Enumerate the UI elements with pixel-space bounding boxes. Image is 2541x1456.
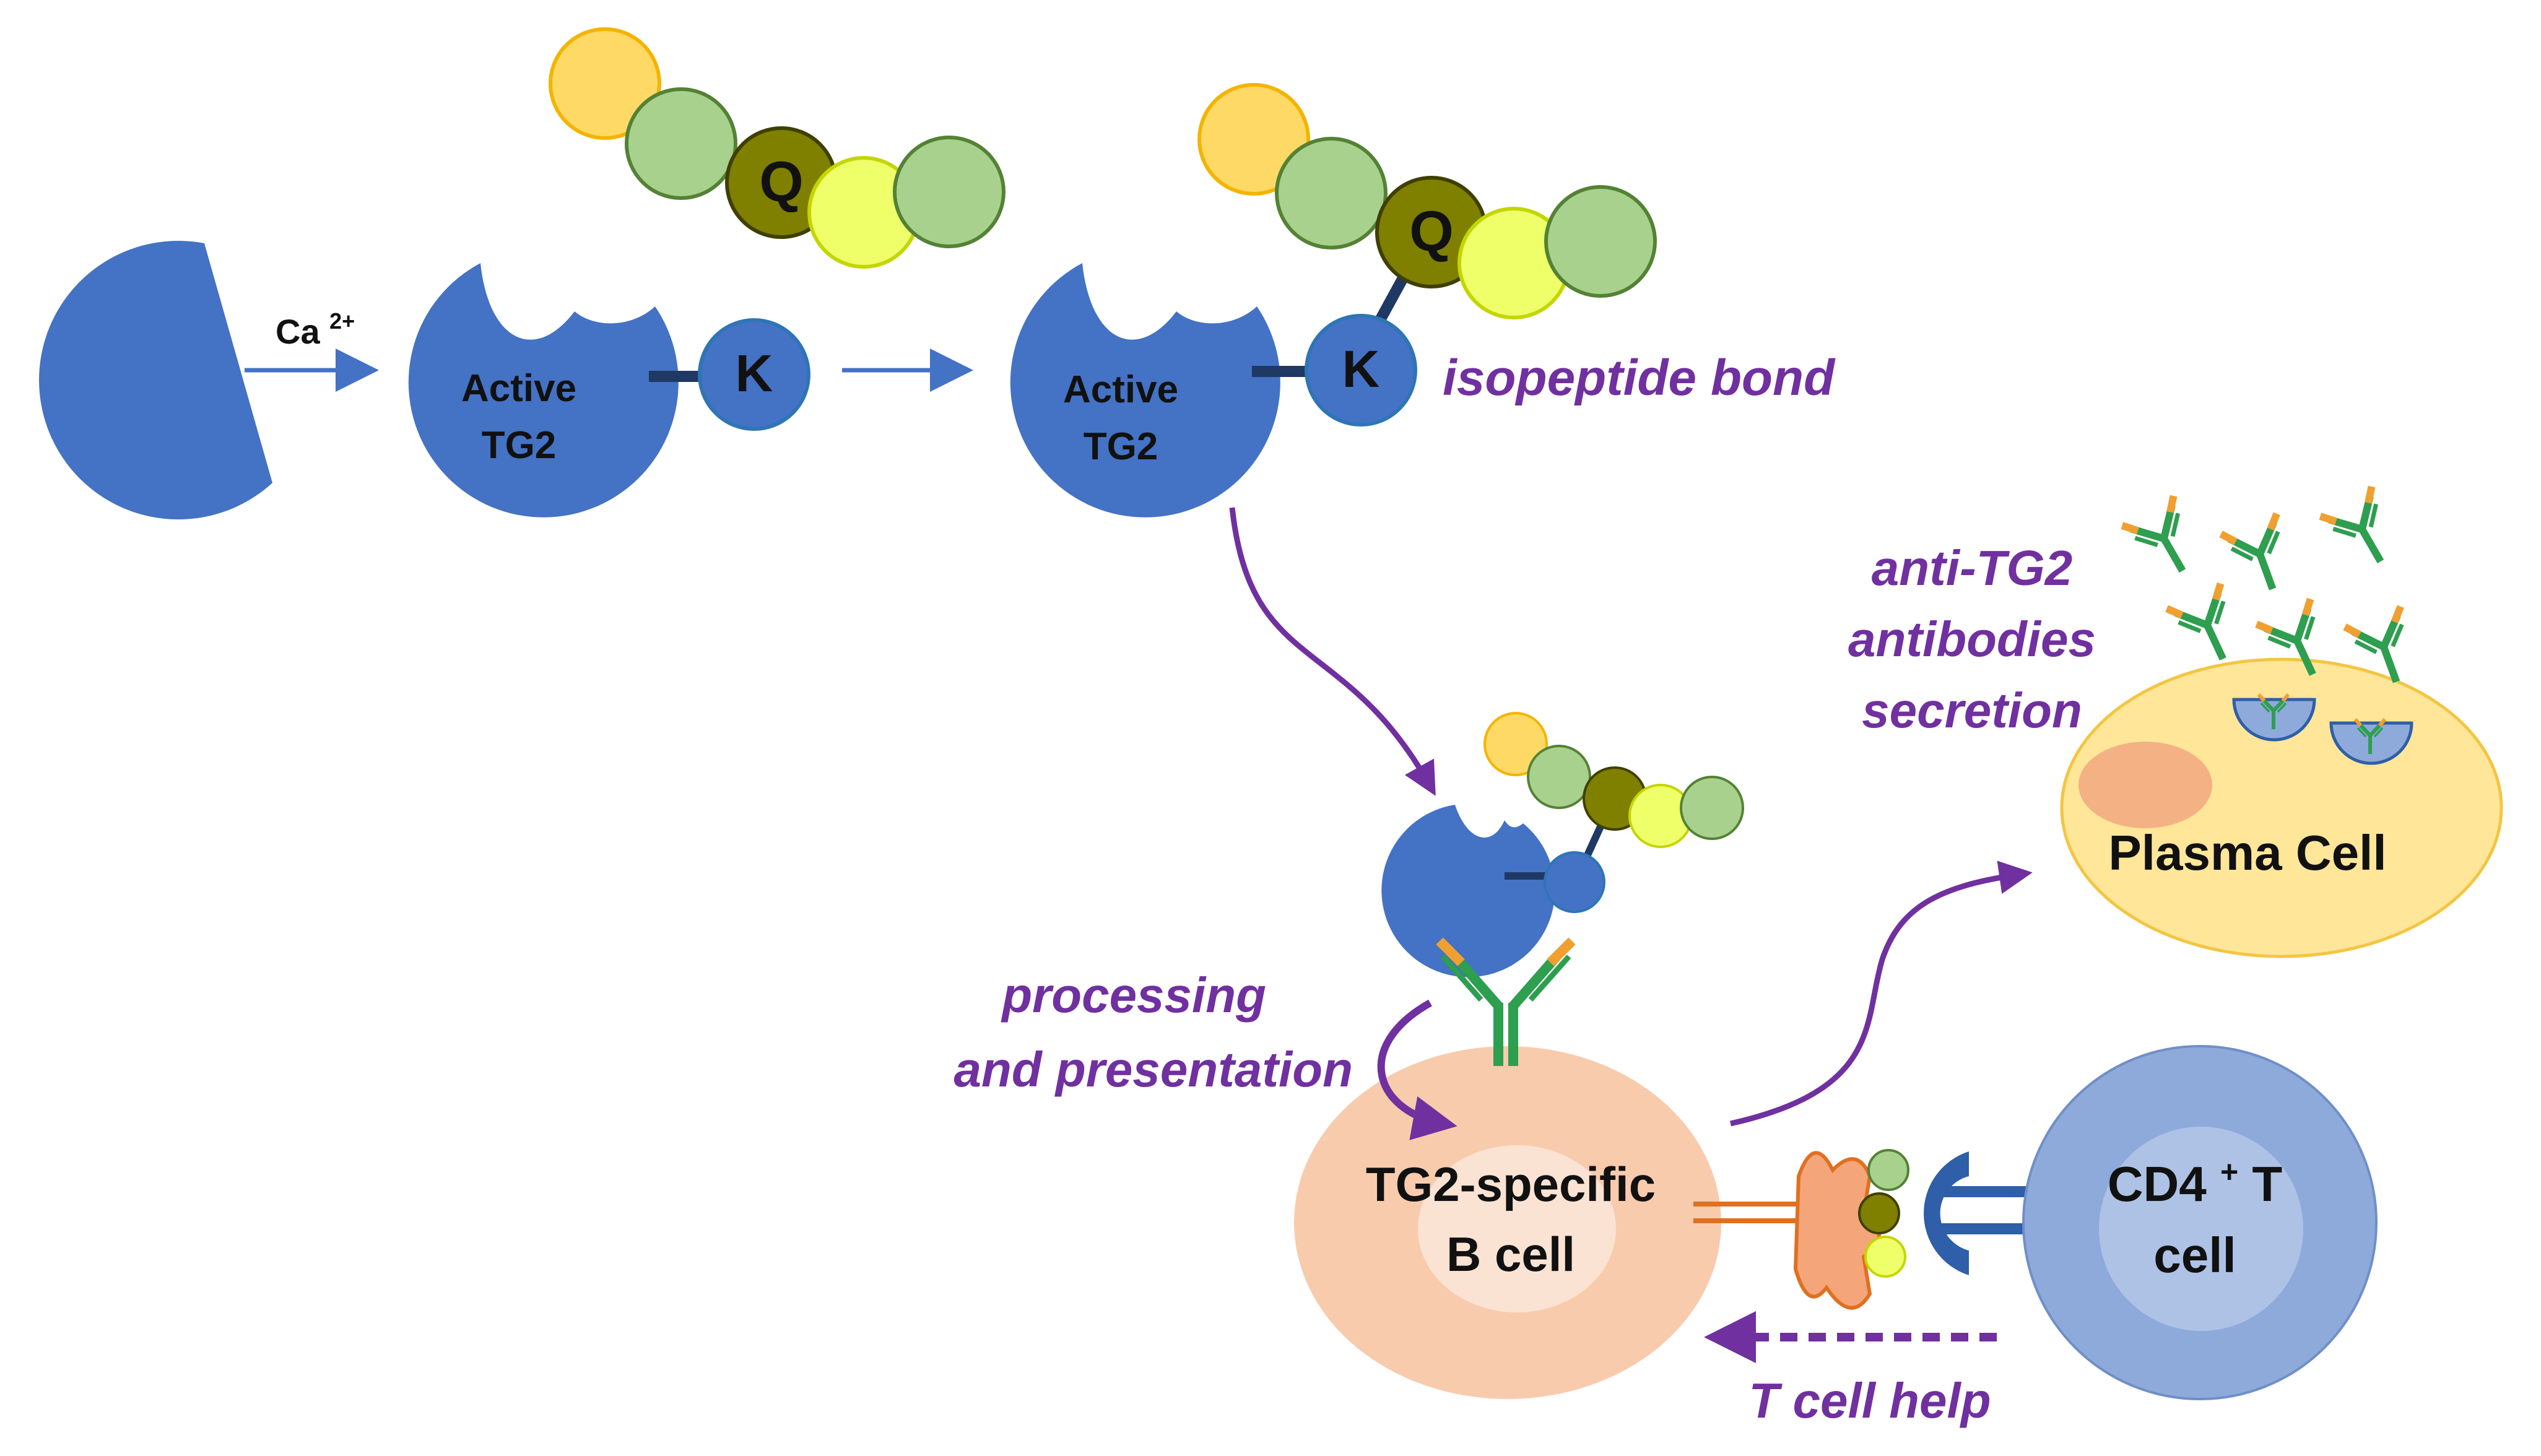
svg-text:CD4 + T: CD4 + T	[2108, 1138, 2283, 1211]
gluten-peptide-1	[549, 27, 1006, 269]
calcium-label: Ca	[276, 312, 320, 351]
active-tg2-shape-1	[408, 263, 679, 518]
isopeptide-bond-label: isopeptide bond	[1443, 350, 1836, 406]
antibody-icon	[2320, 487, 2406, 576]
plasma-cell-nucleus	[2078, 742, 2212, 828]
b-cell-nucleus	[1418, 1145, 1616, 1312]
svg-text:Ca 2+: Ca 2+	[276, 308, 355, 351]
processing-label: processing	[1001, 968, 1266, 1023]
bound-tg2-shape	[1381, 805, 1555, 977]
calcium-superscript: 2+	[329, 308, 355, 334]
lysine-residue-1	[698, 318, 810, 431]
glutamine-label-2: Q	[1409, 200, 1454, 263]
antibody-icon	[2221, 514, 2301, 599]
uptake-arrow	[1229, 507, 1436, 796]
active-tg2-label-2: Active	[1063, 368, 1178, 411]
lysine-label-2: K	[1342, 340, 1380, 398]
gluten-peptide-2	[1197, 83, 1657, 319]
cd4-superscript: +	[2220, 1155, 2238, 1189]
b-cell-label: TG2-specific	[1366, 1157, 1656, 1211]
secretory-vesicle-2	[2329, 719, 2413, 765]
b-cell-sublabel: B cell	[1446, 1227, 1575, 1281]
active-tg2-name-2: TG2	[1084, 425, 1158, 468]
inactive-tg2-shape	[39, 241, 272, 520]
t-cell-help-label: T cell help	[1748, 1373, 1991, 1428]
cd4-t-label: T	[2252, 1156, 2282, 1211]
active-tg2-shape-2	[1010, 263, 1280, 518]
b-cell-receptor	[1436, 937, 1576, 1066]
anti-tg2-label: anti-TG2	[1872, 540, 2072, 596]
active-tg2-name-1: TG2	[482, 424, 557, 467]
bound-gluten-peptide	[1483, 712, 1744, 848]
t-cell-receptor	[1924, 1151, 2034, 1275]
lysine-residue-2	[1305, 314, 1417, 427]
lysine-label-1: K	[736, 344, 773, 402]
cd4-label: CD4	[2108, 1156, 2207, 1211]
antibodies-label: antibodies	[1848, 612, 2096, 667]
presentation-label: and presentation	[953, 1042, 1353, 1097]
secretion-label: secretion	[1862, 683, 2082, 738]
plasma-cell-label: Plasma Cell	[2108, 825, 2386, 880]
antibody-icon	[2167, 584, 2250, 672]
cd4-t-cell-nucleus	[2099, 1127, 2303, 1331]
glutamine-label-1: Q	[759, 150, 804, 214]
active-tg2-label-1: Active	[461, 367, 576, 410]
differentiation-arrow	[1730, 860, 2033, 1127]
mhc-peptide-complex	[1693, 1149, 1909, 1310]
antibody-icon	[2122, 496, 2208, 586]
secretory-vesicle-1	[2232, 695, 2316, 742]
bound-lysine-residue	[1544, 851, 1605, 913]
processing-arrow	[1377, 999, 1457, 1140]
cd4-cell-label: cell	[2153, 1228, 2236, 1283]
